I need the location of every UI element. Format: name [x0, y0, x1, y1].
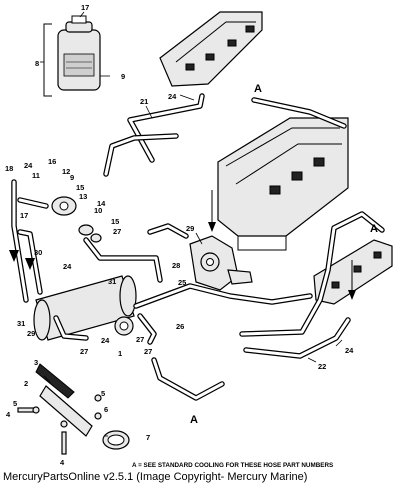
hose-letter-a-top: A [254, 83, 262, 95]
callout-29b: 29 [27, 329, 35, 338]
callout-15: 13 [79, 192, 87, 201]
callout-19: 16 [48, 157, 56, 166]
coolant-reservoir [43, 15, 101, 97]
callout-3: 3 [34, 358, 38, 367]
callout-17: 15 [111, 217, 119, 226]
callout-8: 8 [35, 59, 39, 68]
callout-2: 2 [24, 379, 28, 388]
callout-22: 21 [140, 97, 148, 106]
footnote: A = SEE STANDARD COOLING FOR THESE HOSE … [132, 462, 333, 469]
hose-reference-letters: A A A [190, 83, 378, 426]
exhaust-manifold [159, 11, 263, 87]
callout-27c: 27 [80, 347, 88, 356]
callout-12: 10 [94, 206, 102, 215]
callout-16: 14 [97, 199, 106, 208]
leader-lines [40, 11, 343, 437]
callout-6: 6 [104, 405, 108, 414]
callout-14: 12 [62, 167, 70, 176]
side-exhaust-manifold [313, 239, 393, 305]
callout-27b: 27 [136, 335, 144, 344]
callout-26: 26 [176, 322, 184, 331]
image-caption: MercuryPartsOnline v2.5.1 (Image Copyrig… [3, 471, 308, 483]
callout-24c: 24 [63, 262, 72, 271]
hose-letter-a-bottom: A [190, 414, 198, 426]
callout-31a: 31 [108, 277, 116, 286]
callout-9: 9 [121, 72, 125, 81]
callout-11: 9 [70, 173, 74, 182]
callout-24a: 24 [168, 92, 177, 101]
callout-28: 28 [172, 261, 180, 270]
thermostat-housing [51, 196, 102, 243]
circulating-pump [189, 235, 253, 291]
callout-29a: 29 [186, 224, 194, 233]
callout-10: 17 [81, 3, 89, 12]
heat-exchanger [33, 275, 137, 341]
callout-30: 30 [34, 248, 42, 257]
hose-network [11, 93, 385, 401]
engine-block [217, 117, 349, 251]
callout-21: 18 [5, 164, 13, 173]
callout-23: 22 [318, 362, 326, 371]
callout-labels: 17 8 9 24 21 16 18 24 12 11 9 15 13 14 1… [5, 3, 354, 467]
callout-20: 17 [20, 211, 28, 220]
callout-25: 25 [178, 278, 186, 287]
callout-7: 7 [146, 433, 150, 442]
callout-5a: 5 [101, 389, 105, 398]
callout-18: 15 [76, 183, 84, 192]
flow-arrows [9, 222, 356, 300]
callout-27d: 27 [144, 347, 152, 356]
callout-31b: 31 [17, 319, 25, 328]
callout-24b: 24 [24, 161, 33, 170]
callout-4a: 4 [6, 410, 11, 419]
callout-24d: 24 [101, 336, 110, 345]
callout-13: 11 [32, 171, 40, 180]
callout-4b: 4 [60, 458, 65, 467]
hose-letter-a-right: A [370, 223, 378, 235]
callout-1: 1 [118, 349, 122, 358]
mounting-hardware [17, 363, 130, 455]
callout-5b: 5 [13, 399, 17, 408]
callout-27a: 27 [113, 227, 121, 236]
callout-24e: 24 [345, 346, 354, 355]
